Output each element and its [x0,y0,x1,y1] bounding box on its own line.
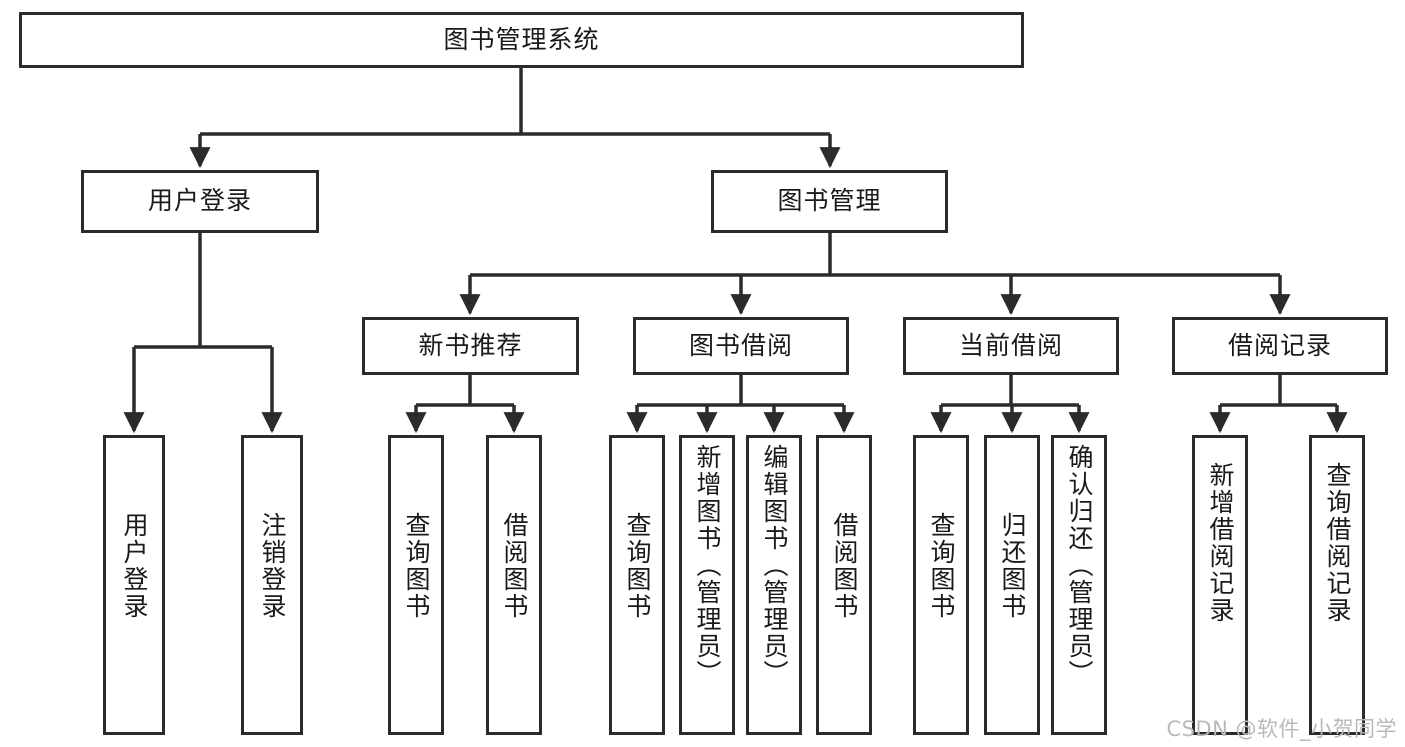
node-leaf-add-book[interactable]: 新增图书（管理员） [679,435,735,735]
node-leaf-borrow-book-1[interactable]: 借阅图书 [486,435,542,735]
node-leaf-user-login-label: 用户登录 [120,512,149,620]
node-new-book-rec[interactable]: 新书推荐 [362,317,579,375]
node-leaf-user-login[interactable]: 用户登录 [103,435,165,735]
node-leaf-query-book-1-label: 查询图书 [402,512,431,620]
node-leaf-add-record[interactable]: 新增借阅记录 [1192,435,1248,735]
node-leaf-query-record-label: 查询借阅记录 [1323,462,1352,624]
node-leaf-query-book-1[interactable]: 查询图书 [388,435,444,735]
node-leaf-confirm-return-label: 确认归还（管理员） [1065,444,1094,687]
watermark: CSDN @软件_小贺同学 [1166,717,1397,741]
node-leaf-borrow-book-1-label: 借阅图书 [500,512,529,620]
node-root-label: 图书管理系统 [443,24,600,54]
node-leaf-query-book-3[interactable]: 查询图书 [913,435,969,735]
node-book-manage-label: 图书管理 [777,186,882,216]
node-leaf-query-book-2[interactable]: 查询图书 [609,435,665,735]
node-borrow-record[interactable]: 借阅记录 [1172,317,1388,375]
node-current-borrow[interactable]: 当前借阅 [903,317,1119,375]
node-current-borrow-label: 当前借阅 [958,330,1063,360]
node-leaf-edit-book[interactable]: 编辑图书（管理员） [746,435,802,735]
node-new-book-rec-label: 新书推荐 [418,330,523,360]
node-root[interactable]: 图书管理系统 [19,12,1024,68]
node-leaf-return-book-label: 归还图书 [998,512,1027,620]
node-leaf-query-record[interactable]: 查询借阅记录 [1309,435,1365,735]
node-leaf-borrow-book-2-label: 借阅图书 [830,512,859,620]
node-leaf-logout[interactable]: 注销登录 [241,435,303,735]
node-book-borrow[interactable]: 图书借阅 [633,317,849,375]
node-leaf-add-book-label: 新增图书（管理员） [693,444,722,687]
node-leaf-query-book-2-label: 查询图书 [623,512,652,620]
node-user-login[interactable]: 用户登录 [81,170,319,233]
node-leaf-edit-book-label: 编辑图书（管理员） [760,444,789,687]
node-leaf-return-book[interactable]: 归还图书 [984,435,1040,735]
node-user-login-label: 用户登录 [147,186,252,216]
node-leaf-logout-label: 注销登录 [258,512,287,620]
node-book-manage[interactable]: 图书管理 [711,170,948,233]
node-borrow-record-label: 借阅记录 [1227,330,1332,360]
node-leaf-query-book-3-label: 查询图书 [927,512,956,620]
node-leaf-borrow-book-2[interactable]: 借阅图书 [816,435,872,735]
node-book-borrow-label: 图书借阅 [688,330,793,360]
node-leaf-add-record-label: 新增借阅记录 [1206,462,1235,624]
node-leaf-confirm-return[interactable]: 确认归还（管理员） [1051,435,1107,735]
